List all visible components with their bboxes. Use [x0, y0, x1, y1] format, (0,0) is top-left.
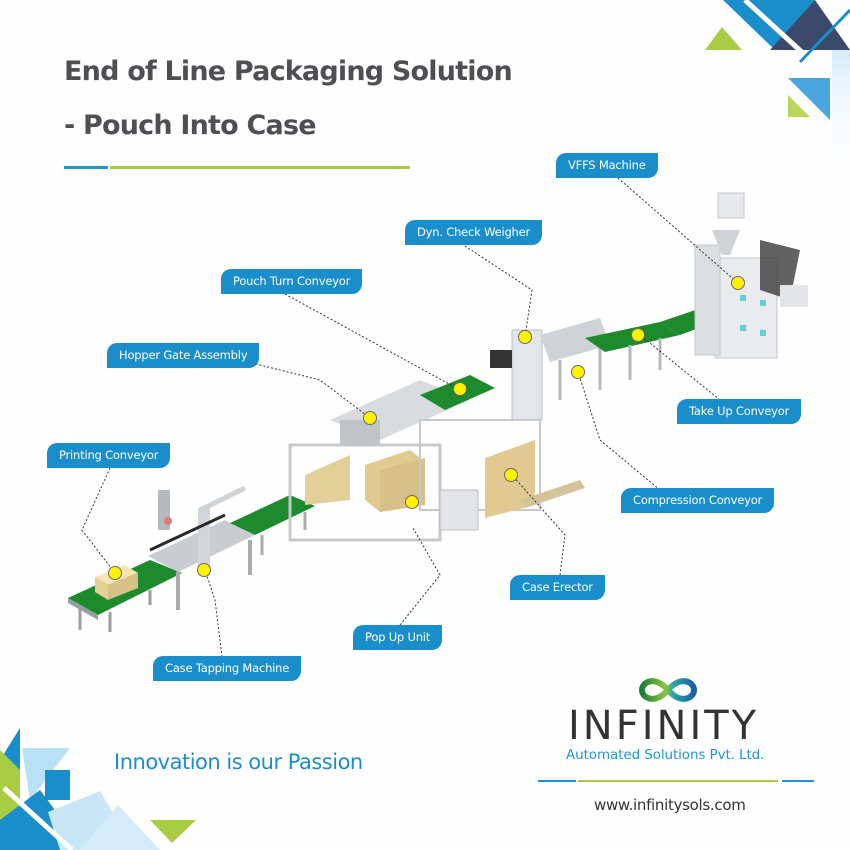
- hotspot-case-erector: [504, 468, 518, 482]
- hotspot-pop-up-unit: [405, 495, 419, 509]
- label-vffs-machine: VFFS Machine: [556, 153, 658, 178]
- page-title-line-2: - Pouch Into Case: [64, 110, 317, 141]
- label-compression-conveyor: Compression Conveyor: [621, 488, 775, 513]
- hotspot-take-up-conveyor: [631, 328, 645, 342]
- hotspot-case-tapping-machine: [197, 563, 211, 577]
- brand-rule-blue-right: [782, 780, 814, 782]
- label-dyn-check-weigher: Dyn. Check Weigher: [405, 220, 543, 245]
- label-printing-conveyor: Printing Conveyor: [47, 443, 171, 468]
- brand-rule-blue-left: [538, 780, 576, 782]
- label-pouch-turn-conveyor: Pouch Turn Conveyor: [221, 269, 363, 294]
- label-case-erector: Case Erector: [510, 575, 605, 600]
- brand-logo-text: INFINITY: [568, 703, 760, 749]
- label-case-tapping-machine: Case Tapping Machine: [153, 656, 302, 681]
- brand-rule-green: [578, 780, 778, 782]
- label-pop-up-unit: Pop Up Unit: [353, 625, 443, 650]
- label-take-up-conveyor: Take Up Conveyor: [677, 399, 802, 424]
- page-title-line-1: End of Line Packaging Solution: [64, 56, 513, 87]
- hotspot-printing-conveyor: [108, 566, 122, 580]
- hotspot-dyn-check-weigher: [518, 330, 532, 344]
- hotspot-compression-conveyor: [571, 365, 585, 379]
- hotspot-hopper-gate-assembly: [363, 411, 377, 425]
- hotspot-pouch-turn-conveyor: [453, 382, 467, 396]
- infinity-logo-icon: [640, 674, 696, 706]
- hotspot-vffs-machine: [731, 276, 745, 290]
- tagline: Innovation is our Passion: [114, 750, 363, 774]
- label-hopper-gate-assembly: Hopper Gate Assembly: [107, 343, 260, 368]
- brand-subtitle: Automated Solutions Pvt. Ltd.: [566, 747, 765, 763]
- website-link[interactable]: www.infinitysols.com: [594, 796, 746, 814]
- title-underline-blue: [64, 166, 108, 169]
- title-underline-green: [110, 166, 410, 169]
